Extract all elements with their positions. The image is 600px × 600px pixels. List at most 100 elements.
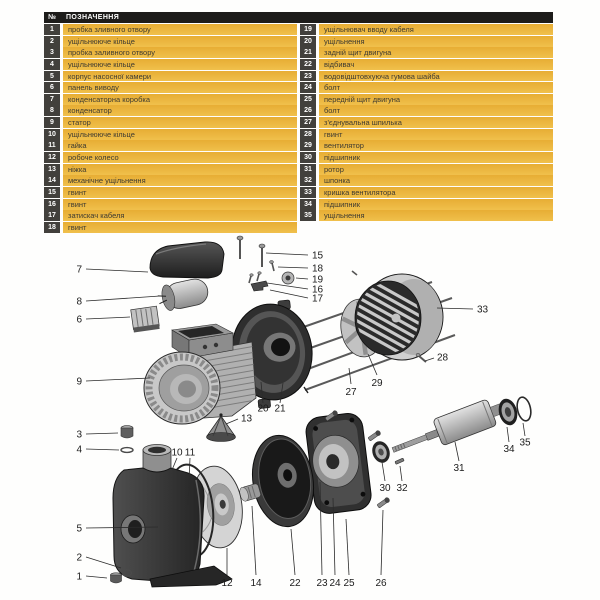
callout-20: 20 <box>257 404 269 415</box>
pump-casing-part <box>112 444 233 588</box>
legend-row-num: 22 <box>300 58 316 70</box>
impeller-part <box>191 465 243 549</box>
callout-14: 14 <box>250 578 262 589</box>
stator-part <box>143 323 257 425</box>
legend-row-num: 9 <box>44 117 60 129</box>
legend-row-label: робоче колесо <box>63 152 297 163</box>
legend-row-label: корпус насосної камери <box>63 70 297 82</box>
legend-row-label: ущільнення <box>319 210 553 222</box>
screw-28-part <box>415 353 427 363</box>
callout-2: 2 <box>76 553 82 564</box>
bearing-34-part <box>498 398 518 426</box>
callout-23: 23 <box>316 578 328 589</box>
callout-24: 24 <box>329 578 341 589</box>
legend-row-label: підшипник <box>319 152 553 163</box>
callout-7: 7 <box>76 265 82 276</box>
legend-row-num: 10 <box>44 128 60 140</box>
legend-header-name: ПОЗНАЧЕННЯ <box>66 14 120 21</box>
legend-row-label: ущільнююче кільце <box>63 58 297 70</box>
legend-row-label: болт <box>319 105 553 117</box>
legend-row-num: 16 <box>44 198 60 210</box>
callout-32: 32 <box>396 483 408 494</box>
callout-26: 26 <box>375 578 387 589</box>
legend-row-num: 25 <box>300 93 316 105</box>
callout-3: 3 <box>76 430 82 441</box>
legend-row-label: підшипник <box>319 198 553 210</box>
legend-row-label: ущільнювач вводу кабеля <box>319 24 553 35</box>
legend-row-label: гвинт <box>319 128 553 140</box>
callout-28: 28 <box>437 353 449 364</box>
legend-row-num: 29 <box>300 140 316 152</box>
capacitor-part <box>157 278 209 311</box>
legend-row-num: 6 <box>44 82 60 94</box>
legend-row-num: 8 <box>44 105 60 117</box>
callout-5: 5 <box>76 524 82 535</box>
callout-17: 17 <box>312 294 324 305</box>
legend-row-label: з'єднувальна шпилька <box>319 117 553 129</box>
bolt-parts <box>325 410 390 508</box>
exploded-view-diagram: 1 2 3 4 5 6 7 8 9 10 11 12 13 14 15 16 1… <box>76 235 532 590</box>
legend-row-label: пробка заливного отвору <box>63 47 297 59</box>
callout-21: 21 <box>274 404 286 415</box>
callout-16: 16 <box>312 285 324 296</box>
legend-row-label: ущільнення <box>319 35 553 47</box>
callout-33: 33 <box>477 305 489 316</box>
fan-cover-part <box>354 273 444 361</box>
legend-row-num: 12 <box>44 152 60 163</box>
callout-19: 19 <box>312 275 324 286</box>
deflector-part <box>252 434 314 528</box>
foot-part <box>206 413 236 442</box>
callout-29: 29 <box>371 378 383 389</box>
callout-31: 31 <box>453 463 465 474</box>
callout-labels: 1 2 3 4 5 6 7 8 9 10 11 12 13 14 15 16 1… <box>76 251 531 590</box>
legend-row-label: ротор <box>319 163 553 175</box>
callout-10: 10 <box>171 448 183 459</box>
legend-row-num: 23 <box>300 70 316 82</box>
legend-row-label: передній щит двигуна <box>319 93 553 105</box>
legend-row-label: статор <box>63 117 297 129</box>
legend-row-label: конденсаторна коробка <box>63 93 297 105</box>
legend-header-num: № <box>48 14 56 21</box>
callout-6: 6 <box>76 315 82 326</box>
callout-1: 1 <box>76 572 82 583</box>
legend-header: № ПОЗНАЧЕННЯ <box>44 12 553 23</box>
mechanical-seal-part <box>239 483 261 502</box>
legend-row-num: 18 <box>44 221 60 233</box>
leader-lines <box>85 252 526 579</box>
legend-row-num: 13 <box>44 163 60 175</box>
legend-row-num: 4 <box>44 58 60 70</box>
callout-22: 22 <box>289 578 301 589</box>
legend-row-label: відбивач <box>319 58 553 70</box>
legend-row-label: гвинт <box>63 198 297 210</box>
legend-row-label: ущільнююче кільце <box>63 128 297 140</box>
legend-row-num: 27 <box>300 117 316 129</box>
callout-35: 35 <box>519 438 531 449</box>
callout-27: 27 <box>345 387 357 398</box>
callout-25: 25 <box>343 578 355 589</box>
legend-row-num: 1 <box>44 24 60 35</box>
legend-row-label: пробка зливного отвору <box>63 24 297 35</box>
legend-row-num: 33 <box>300 186 316 198</box>
legend-row-num: 30 <box>300 152 316 163</box>
legend-row-num: 32 <box>300 175 316 187</box>
key-part <box>394 458 405 465</box>
legend-row-num: 3 <box>44 47 60 59</box>
callout-4: 4 <box>76 445 82 456</box>
legend-row-label: шпонка <box>319 175 553 187</box>
